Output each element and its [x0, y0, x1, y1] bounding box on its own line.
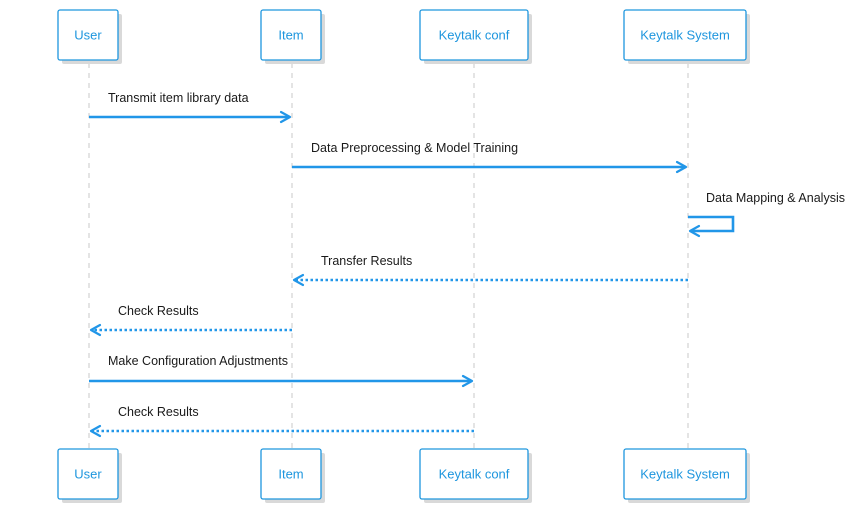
message-label: Make Configuration Adjustments [108, 354, 288, 368]
participant-label: Keytalk conf [439, 466, 510, 481]
participant-top-conf: Keytalk conf [419, 9, 532, 64]
participant-label: Keytalk conf [439, 27, 510, 42]
participant-label: User [74, 27, 102, 42]
participant-label: Item [278, 466, 303, 481]
participant-bottom-system: Keytalk System [623, 448, 750, 503]
participant-bottom-item: Item [260, 448, 325, 503]
arrowhead-icon [89, 424, 102, 438]
participant-label: Item [278, 27, 303, 42]
participant-bottom-conf: Keytalk conf [419, 448, 532, 503]
message-data-mapping-analysis: Data Mapping & Analysis [688, 191, 845, 238]
message-label: Data Preprocessing & Model Training [311, 141, 518, 155]
participant-top-system: Keytalk System [623, 9, 750, 64]
message-transmit-item-library-data: Transmit item library data [89, 91, 292, 124]
participant-label: Keytalk System [640, 466, 730, 481]
message-label: Data Mapping & Analysis [706, 191, 845, 205]
message-data-preprocessing: Data Preprocessing & Model Training [292, 141, 688, 174]
arrowhead-icon [279, 110, 292, 124]
participant-bottom-user: User [57, 448, 122, 503]
message-label: Check Results [118, 405, 199, 419]
message-transfer-results: Transfer Results [292, 254, 688, 287]
message-label: Transmit item library data [108, 91, 249, 105]
participant-top-item: Item [260, 9, 325, 64]
message-label: Check Results [118, 304, 199, 318]
arrowhead-icon [89, 323, 102, 337]
message-label: Transfer Results [321, 254, 412, 268]
participant-label: User [74, 466, 102, 481]
message-make-configuration-adjustments: Make Configuration Adjustments [89, 354, 474, 388]
message-check-results-1: Check Results [89, 304, 292, 337]
arrowhead-icon [688, 224, 701, 238]
arrowhead-icon [292, 273, 305, 287]
participant-label: Keytalk System [640, 27, 730, 42]
participant-top-user: User [57, 9, 122, 64]
arrowhead-icon [461, 374, 474, 388]
message-check-results-2: Check Results [89, 405, 474, 438]
arrowhead-icon [675, 160, 688, 174]
